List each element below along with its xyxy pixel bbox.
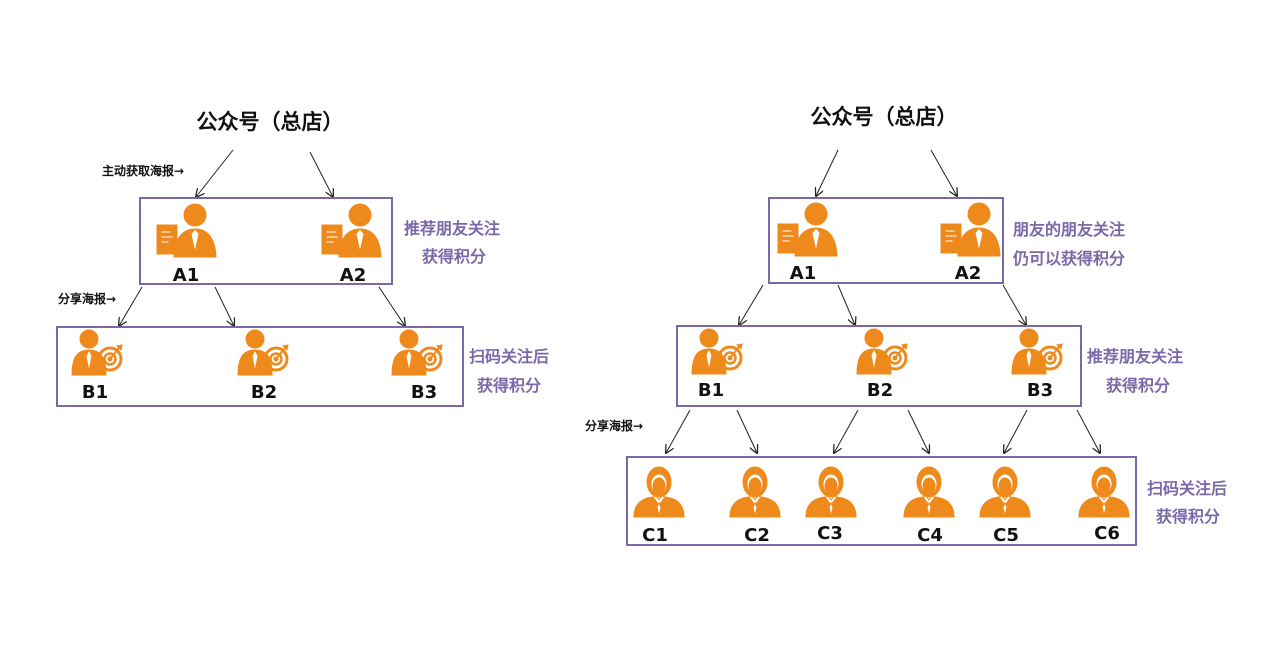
right-tier-a-caption-line2: 仍可以获得积分 [1012, 249, 1125, 268]
right-tier-b-box [676, 325, 1082, 407]
document-person-icon [156, 203, 217, 258]
person-bust-icon [633, 466, 685, 518]
right-tier-a-caption-line1: 朋友的朋友关注 [1013, 220, 1125, 239]
right-node-c2: C2 [744, 525, 770, 546]
left-note-mid: 分享海报→ [58, 291, 116, 306]
person-bust-icon [1078, 466, 1130, 518]
right-node-a1: A1 [790, 263, 816, 284]
right-tier-c-box [626, 456, 1137, 546]
person-target-icon [390, 328, 444, 377]
left-node-a2: A2 [340, 265, 366, 286]
right-node-c4: C4 [917, 525, 943, 546]
right-edge-a1-b2 [837, 284, 855, 325]
left-node-b2: B2 [251, 382, 277, 403]
right-node-b1: B1 [698, 380, 724, 401]
left-edge-root-a1 [196, 149, 234, 197]
right-edge-b2-c4 [907, 409, 929, 453]
left-tier-a-box [139, 197, 393, 285]
document-person-icon [321, 203, 382, 258]
left-note-top: 主动获取海报→ [102, 163, 184, 178]
left-edge-a1-b1 [119, 286, 143, 326]
right-edge-root-a2 [930, 149, 957, 196]
person-target-icon [690, 327, 744, 376]
left-tier-a-caption-line1: 推荐朋友关注 [404, 219, 500, 238]
person-target-icon [70, 328, 124, 377]
right-edge-b3-c5 [1004, 409, 1028, 453]
right-node-c1: C1 [642, 525, 668, 546]
person-target-icon [236, 328, 290, 377]
left-edge-root-a2 [309, 151, 333, 197]
person-target-icon [1010, 327, 1064, 376]
left-tier-b-box [56, 326, 464, 407]
right-tier-a-box [768, 197, 1004, 284]
right-root-title: 公众号（总店） [811, 105, 958, 129]
right-node-b2: B2 [867, 380, 893, 401]
document-person-icon [940, 202, 1001, 257]
right-edge-root-a1 [816, 149, 839, 196]
right-edge-b2-c3 [834, 409, 859, 453]
left-tier-b-caption-line2: 获得积分 [477, 376, 541, 395]
person-bust-icon [903, 466, 955, 518]
left-edge-a2-b3 [378, 286, 405, 326]
left-root-title: 公众号（总店） [197, 110, 344, 134]
right-edge-a2-b3 [1002, 284, 1026, 325]
left-node-b3: B3 [411, 382, 437, 403]
right-node-c3: C3 [817, 523, 843, 544]
right-tier-c-caption-line1: 扫码关注后 [1147, 479, 1227, 498]
right-edge-b1-c2 [736, 409, 757, 453]
left-tier-a-caption-line2: 获得积分 [422, 247, 486, 266]
right-edge-b3-c6 [1076, 409, 1100, 453]
right-tier-c-caption-line2: 获得积分 [1156, 507, 1220, 526]
person-target-icon [855, 327, 909, 376]
right-node-a2: A2 [955, 263, 981, 284]
left-node-b1: B1 [82, 382, 108, 403]
left-tier-b-caption-line1: 扫码关注后 [469, 347, 549, 366]
right-tier-b-caption-line2: 获得积分 [1106, 376, 1170, 395]
person-bust-icon [805, 466, 857, 518]
right-node-c5: C5 [993, 525, 1019, 546]
document-person-icon [777, 202, 838, 257]
right-tier-b-caption-line1: 推荐朋友关注 [1087, 347, 1183, 366]
right-node-c6: C6 [1094, 523, 1120, 544]
right-note-bottom: 分享海报→ [585, 418, 643, 433]
person-bust-icon [979, 466, 1031, 518]
left-node-a1: A1 [173, 265, 199, 286]
person-bust-icon [729, 466, 781, 518]
right-node-b3: B3 [1027, 380, 1053, 401]
right-edge-a1-b1 [739, 284, 764, 325]
right-edge-b1-c1 [666, 409, 691, 453]
left-edge-a1-b2 [214, 286, 234, 326]
